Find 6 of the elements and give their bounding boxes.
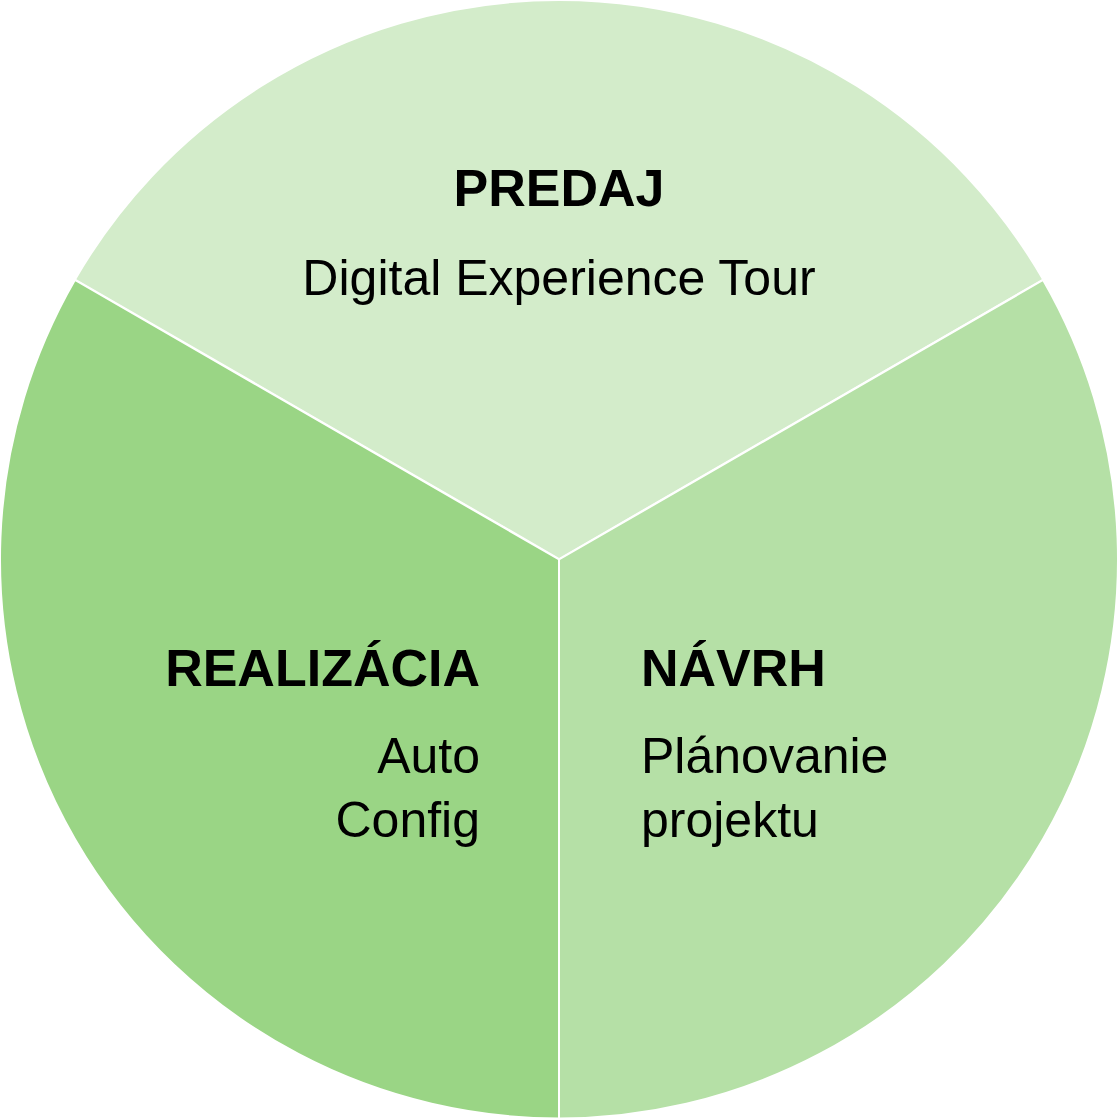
sector-text: Plánovanie projektu xyxy=(641,727,890,850)
sector-heading: PREDAJ xyxy=(452,158,666,218)
sector-text: Auto Config xyxy=(334,727,480,850)
sector-heading: NÁVRH xyxy=(641,638,827,698)
sector-text: Digital Experience Tour xyxy=(301,249,817,308)
sector-heading: REALIZÁCIA xyxy=(164,638,480,698)
